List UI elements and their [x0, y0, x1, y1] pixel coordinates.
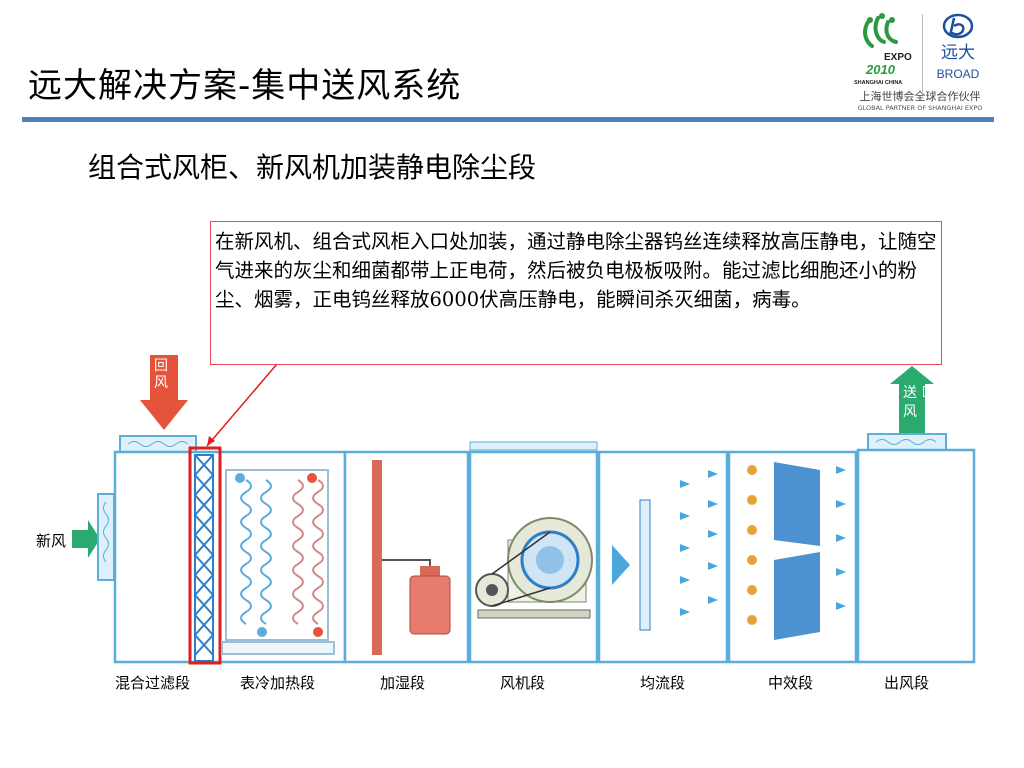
fresh-air-arrow-icon [72, 520, 100, 558]
section-label-medium-filter: 中效段 [768, 674, 814, 692]
supply-air-arrow-icon [890, 366, 934, 433]
section-label-cooling-heating: 表冷加热段 [240, 674, 316, 692]
supply-air-label: 送风 [903, 385, 917, 420]
return-air-arrow-icon [140, 355, 188, 430]
flow-equalizer [612, 499, 651, 631]
broad-cn: 远大 [941, 43, 975, 63]
section-label-equalize: 均流段 [640, 674, 686, 692]
broad-logo-icon: 远大 BROAD [937, 13, 980, 81]
slide-title: 远大解决方案-集中送风系统 [28, 66, 462, 106]
svg-text:2010: 2010 [865, 62, 896, 77]
filter-highlight [188, 446, 222, 665]
section-label-fan: 风机段 [500, 674, 546, 692]
broad-en: BROAD [937, 67, 980, 81]
return-damper [119, 435, 197, 453]
section-label-mixing-filter: 混合过滤段 [115, 674, 191, 692]
logo-separator [922, 14, 923, 92]
section-label-humidify: 加湿段 [380, 674, 426, 692]
electrostatic-filter [188, 446, 222, 665]
section-mixing-cooling-box [113, 450, 347, 664]
supply-air-box-icon [923, 386, 934, 397]
medium-efficiency-filter [747, 462, 846, 640]
title-divider [22, 117, 994, 122]
fan-assembly [475, 517, 593, 619]
partner-en: GLOBAL PARTNER OF SHANGHAI EXPO [857, 104, 983, 112]
fresh-air-damper [97, 493, 115, 581]
expo-word: EXPO [884, 52, 912, 63]
section-outlet-box [856, 448, 976, 664]
supply-damper [867, 433, 947, 451]
partner-logo: EXPO 2010 SHANGHAI CHINA 远大 BROAD 上海世博会全… [852, 8, 988, 114]
return-air-label: 回风 [154, 358, 168, 391]
electrostatic-callout: 在新风机、组合式风柜入口处加装，通过静电除尘器钨丝连续释放高压静电，让随空气进来… [210, 221, 942, 365]
cooling-heating-coils [221, 469, 335, 655]
expo-city: SHANGHAI CHINA [854, 80, 902, 86]
fresh-air-label: 新风 [36, 532, 67, 550]
humidifier [372, 460, 451, 655]
expo-logo-icon: EXPO 2010 SHANGHAI CHINA [854, 13, 912, 86]
callout-pointer [206, 363, 278, 447]
partner-cn: 上海世博会全球合作伙伴 [859, 90, 981, 103]
slide-subtitle: 组合式风柜、新风机加装静电除尘段 [88, 151, 537, 184]
section-label-outlet: 出风段 [884, 674, 930, 692]
